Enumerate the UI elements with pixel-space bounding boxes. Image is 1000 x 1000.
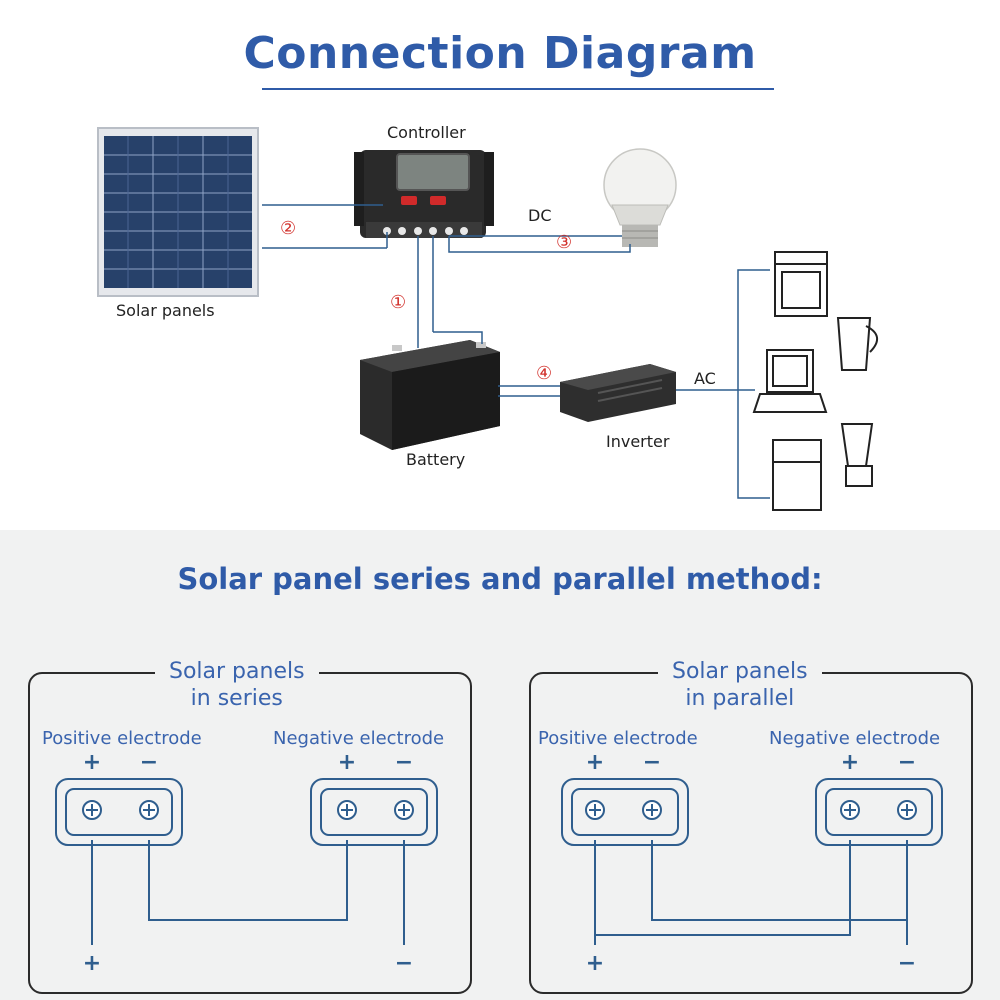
series-panel-2 — [310, 778, 438, 846]
parallel-p1-minus: − — [643, 750, 661, 775]
terminal-icons — [82, 800, 917, 820]
controller-image — [354, 150, 494, 238]
solar-panel-image — [97, 127, 259, 297]
parallel-p2-plus: + — [841, 750, 859, 775]
step-2-marker: ② — [280, 218, 297, 239]
inverter-label: Inverter — [606, 432, 670, 451]
series-out-minus: − — [395, 951, 413, 976]
bulb-image — [603, 148, 677, 247]
parallel-out-minus: − — [898, 951, 916, 976]
series-negative-label: Negative electrode — [273, 728, 445, 749]
parallel-p2-minus: − — [898, 750, 916, 775]
dc-label: DC — [528, 206, 552, 225]
method-section — [0, 530, 1000, 1000]
step-4-marker: ④ — [536, 363, 553, 384]
parallel-p1-plus: + — [586, 750, 604, 775]
series-positive-label: Positive electrode — [42, 728, 202, 749]
series-p2-minus: − — [395, 750, 413, 775]
controller-label: Controller — [387, 123, 466, 142]
parallel-panel-2 — [815, 778, 943, 846]
method-title: Solar panel series and parallel method: — [177, 562, 823, 596]
series-wires — [91, 840, 405, 945]
battery-image — [360, 340, 500, 450]
solar-panels-label: Solar panels — [116, 301, 215, 320]
series-p2-plus: + — [338, 750, 356, 775]
step-1-marker: ① — [390, 292, 407, 313]
step-3-marker: ③ — [556, 232, 573, 253]
parallel-wires — [594, 840, 908, 945]
appliances-image — [752, 251, 878, 511]
inverter-image — [560, 364, 676, 422]
connection-wires — [262, 204, 770, 499]
series-p1-plus: + — [83, 750, 101, 775]
series-panel-1 — [55, 778, 183, 846]
parallel-title: Solar panels in parallel — [658, 658, 822, 712]
series-title: Solar panels in series — [155, 658, 319, 712]
battery-label: Battery — [406, 450, 466, 469]
series-p1-minus: − — [140, 750, 158, 775]
ac-label: AC — [694, 369, 716, 388]
title-underline — [262, 88, 774, 90]
parallel-negative-label: Negative electrode — [769, 728, 941, 749]
series-out-plus: + — [83, 951, 101, 976]
connection-diagram — [97, 127, 878, 511]
parallel-positive-label: Positive electrode — [538, 728, 698, 749]
page-title: Connection Diagram — [243, 28, 757, 79]
parallel-out-plus: + — [586, 951, 604, 976]
parallel-panel-1 — [561, 778, 689, 846]
